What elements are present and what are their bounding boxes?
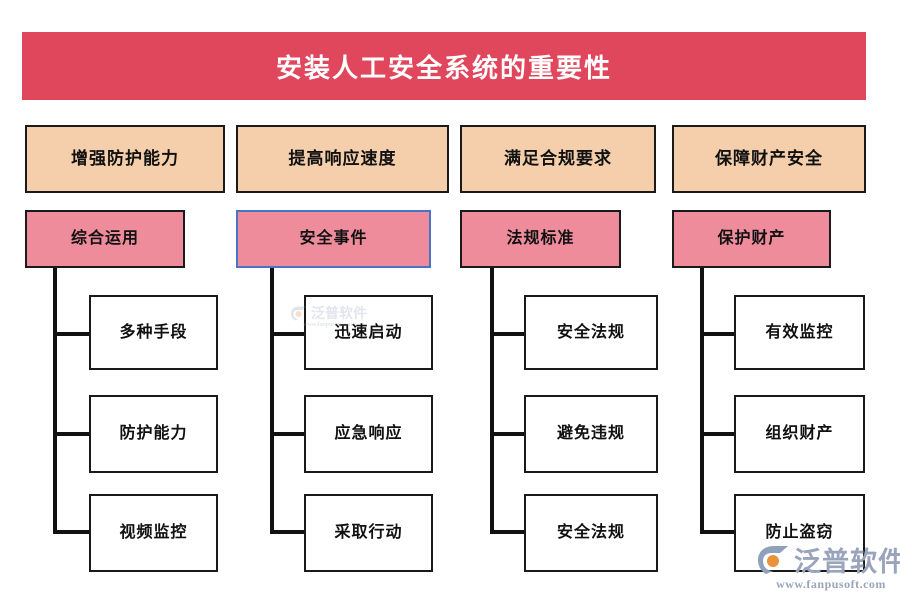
page-title: 安装人工安全系统的重要性: [275, 52, 612, 83]
leaf-label-4-1: 有效监控: [765, 323, 834, 341]
connector-trunk-3: [490, 268, 494, 534]
level1-box-1[interactable]: 增强防护能力: [25, 125, 225, 193]
leaf-box-4-1[interactable]: 有效监控: [734, 295, 865, 370]
leaf-label-3-2: 避免违规: [556, 425, 625, 443]
level2-label-2: 安全事件: [299, 230, 368, 248]
watermark-url: www.fanpusoft.com: [776, 577, 886, 591]
leaf-label-1-3: 视频监控: [119, 524, 188, 542]
leaf-box-2-3[interactable]: 采取行动: [304, 494, 433, 572]
connector-stub-3-2: [490, 432, 526, 436]
level1-box-3[interactable]: 满足合规要求: [460, 125, 656, 193]
level2-label-1: 综合运用: [70, 230, 139, 248]
leaf-box-3-1[interactable]: 安全法规: [524, 295, 658, 370]
level1-box-4[interactable]: 保障财产安全: [672, 125, 866, 193]
level1-box-2[interactable]: 提高响应速度: [236, 125, 449, 193]
level1-label-2: 提高响应速度: [288, 148, 397, 168]
leaf-box-2-2[interactable]: 应急响应: [304, 395, 433, 473]
connector-stub-4-2: [700, 432, 736, 436]
leaf-label-2-1: 迅速启动: [334, 323, 403, 341]
leaf-box-4-3[interactable]: 防止盗窃: [734, 494, 865, 572]
leaf-box-1-1[interactable]: 多种手段: [89, 295, 218, 370]
leaf-label-2-3: 采取行动: [334, 524, 403, 542]
connector-stub-3-1: [490, 332, 526, 336]
connector-stub-2-2: [270, 432, 306, 436]
leaf-box-4-2[interactable]: 组织财产: [734, 395, 865, 473]
connector-trunk-2: [270, 268, 274, 534]
leaf-box-1-3[interactable]: 视频监控: [89, 494, 218, 572]
connector-stub-3-3: [490, 530, 526, 534]
connector-stub-4-3: [700, 530, 736, 534]
level2-box-3[interactable]: 法规标准: [460, 210, 621, 268]
leaf-label-1-1: 多种手段: [119, 323, 188, 341]
level2-box-4[interactable]: 保护财产: [672, 210, 831, 268]
connector-trunk-1: [53, 268, 57, 534]
leaf-label-2-2: 应急响应: [334, 425, 403, 443]
connector-stub-4-1: [700, 332, 736, 336]
leaf-box-3-3[interactable]: 安全法规: [524, 494, 658, 572]
level1-label-3: 满足合规要求: [504, 148, 612, 168]
connector-stub-2-1: [270, 332, 306, 336]
title-banner: 安装人工安全系统的重要性: [22, 32, 866, 100]
level2-label-3: 法规标准: [506, 230, 575, 248]
level2-label-4: 保护财产: [717, 230, 786, 248]
level2-box-2[interactable]: 安全事件: [236, 210, 431, 268]
level2-box-1[interactable]: 综合运用: [25, 210, 185, 268]
level1-label-1: 增强防护能力: [71, 148, 179, 168]
connector-stub-1-2: [53, 432, 91, 436]
connector-stub-1-3: [53, 530, 91, 534]
leaf-box-2-1[interactable]: 迅速启动: [304, 295, 433, 370]
leaf-box-1-2[interactable]: 防护能力: [89, 395, 218, 473]
connector-stub-2-3: [270, 530, 306, 534]
leaf-label-4-3: 防止盗窃: [765, 524, 834, 542]
leaf-label-3-1: 安全法规: [556, 323, 625, 341]
leaf-box-3-2[interactable]: 避免违规: [524, 395, 658, 473]
level1-label-4: 保障财产安全: [715, 148, 823, 168]
connector-trunk-4: [700, 268, 704, 534]
leaf-label-1-2: 防护能力: [119, 425, 188, 443]
leaf-label-4-2: 组织财产: [765, 425, 834, 443]
leaf-label-3-3: 安全法规: [556, 524, 625, 542]
connector-stub-1-1: [53, 332, 91, 336]
